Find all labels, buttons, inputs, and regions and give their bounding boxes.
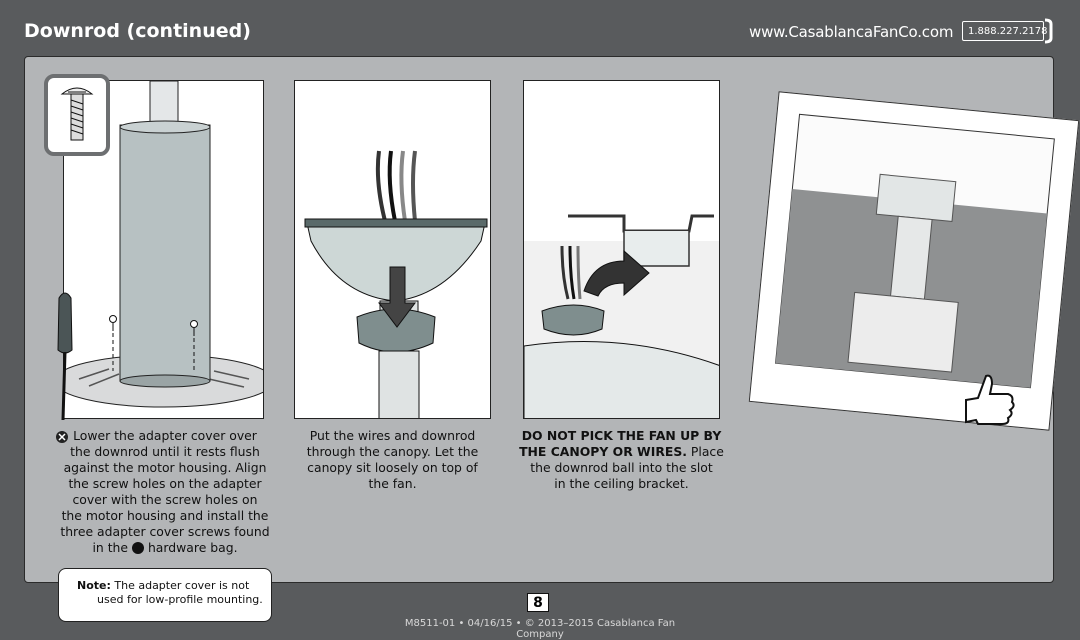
step1-caption-line: Lower the adapter cover over [73,428,257,443]
step1-caption-line: cover with the screw holes on [72,492,258,507]
step1-caption-text: hardware bag. [147,540,238,555]
step1-caption-line: the motor housing and install the [61,508,269,523]
page-title: Downrod (continued) [24,20,251,42]
step3-illustration [523,80,720,419]
step2-caption: Put the wires and downrod through the ca… [294,428,491,492]
step2-caption-line: Put the wires and downrod [309,428,476,443]
note-box: Note: The adapter cover is not used for … [58,568,272,622]
step1-caption-line-last: in the hardware bag. [60,540,270,556]
note-text: The adapter cover is not [114,579,250,592]
step2-illustration [294,80,491,419]
step2-caption-line: the fan. [368,476,417,491]
hardware-bag-bullet-icon [132,542,144,554]
screwdriver-icon [57,292,73,421]
website-link[interactable]: www.CasablancaFanCo.com [749,23,954,41]
step3-warning-line: DO NOT PICK THE FAN UP BY [521,428,722,443]
step3-warning-line: THE CANOPY OR WIRES. Place [519,444,724,459]
step3-caption-line: in the ceiling bracket. [554,476,689,491]
footer-doc-info: M8511-01 • 04/16/15 • © 2013–2015 Casabl… [404,618,676,640]
step3-caption-line: the downrod ball into the slot [530,460,713,475]
step2-caption-line: through the canopy. Let the [306,444,479,459]
phone-handset-icon [1044,18,1053,44]
step1-caption-line: the downrod until it rests flush [70,444,260,459]
step2-caption-line: canopy sit loosely on top of [307,460,478,475]
step1-bullet-icon [56,431,68,443]
installed-downrod-photo [748,91,1080,431]
note-label: Note: [77,579,111,592]
step1-caption: Lower the adapter cover over the downrod… [60,428,270,556]
phone-number: 1.888.227.2178 [962,21,1048,41]
page-number: 8 [527,593,549,612]
step1-caption-line: against the motor housing. Align [63,460,267,475]
screw-hardware-icon [44,74,110,156]
step1-caption-line: the screw holes on the adapter [68,476,262,491]
thumbs-up-icon [965,374,1015,425]
step1-caption-text: in the [92,540,129,555]
step1-caption-line: three adapter cover screws found [60,524,270,539]
note-text-line2: used for low-profile mounting. [97,593,263,606]
step3-caption: DO NOT PICK THE FAN UP BY THE CANOPY OR … [512,428,731,492]
